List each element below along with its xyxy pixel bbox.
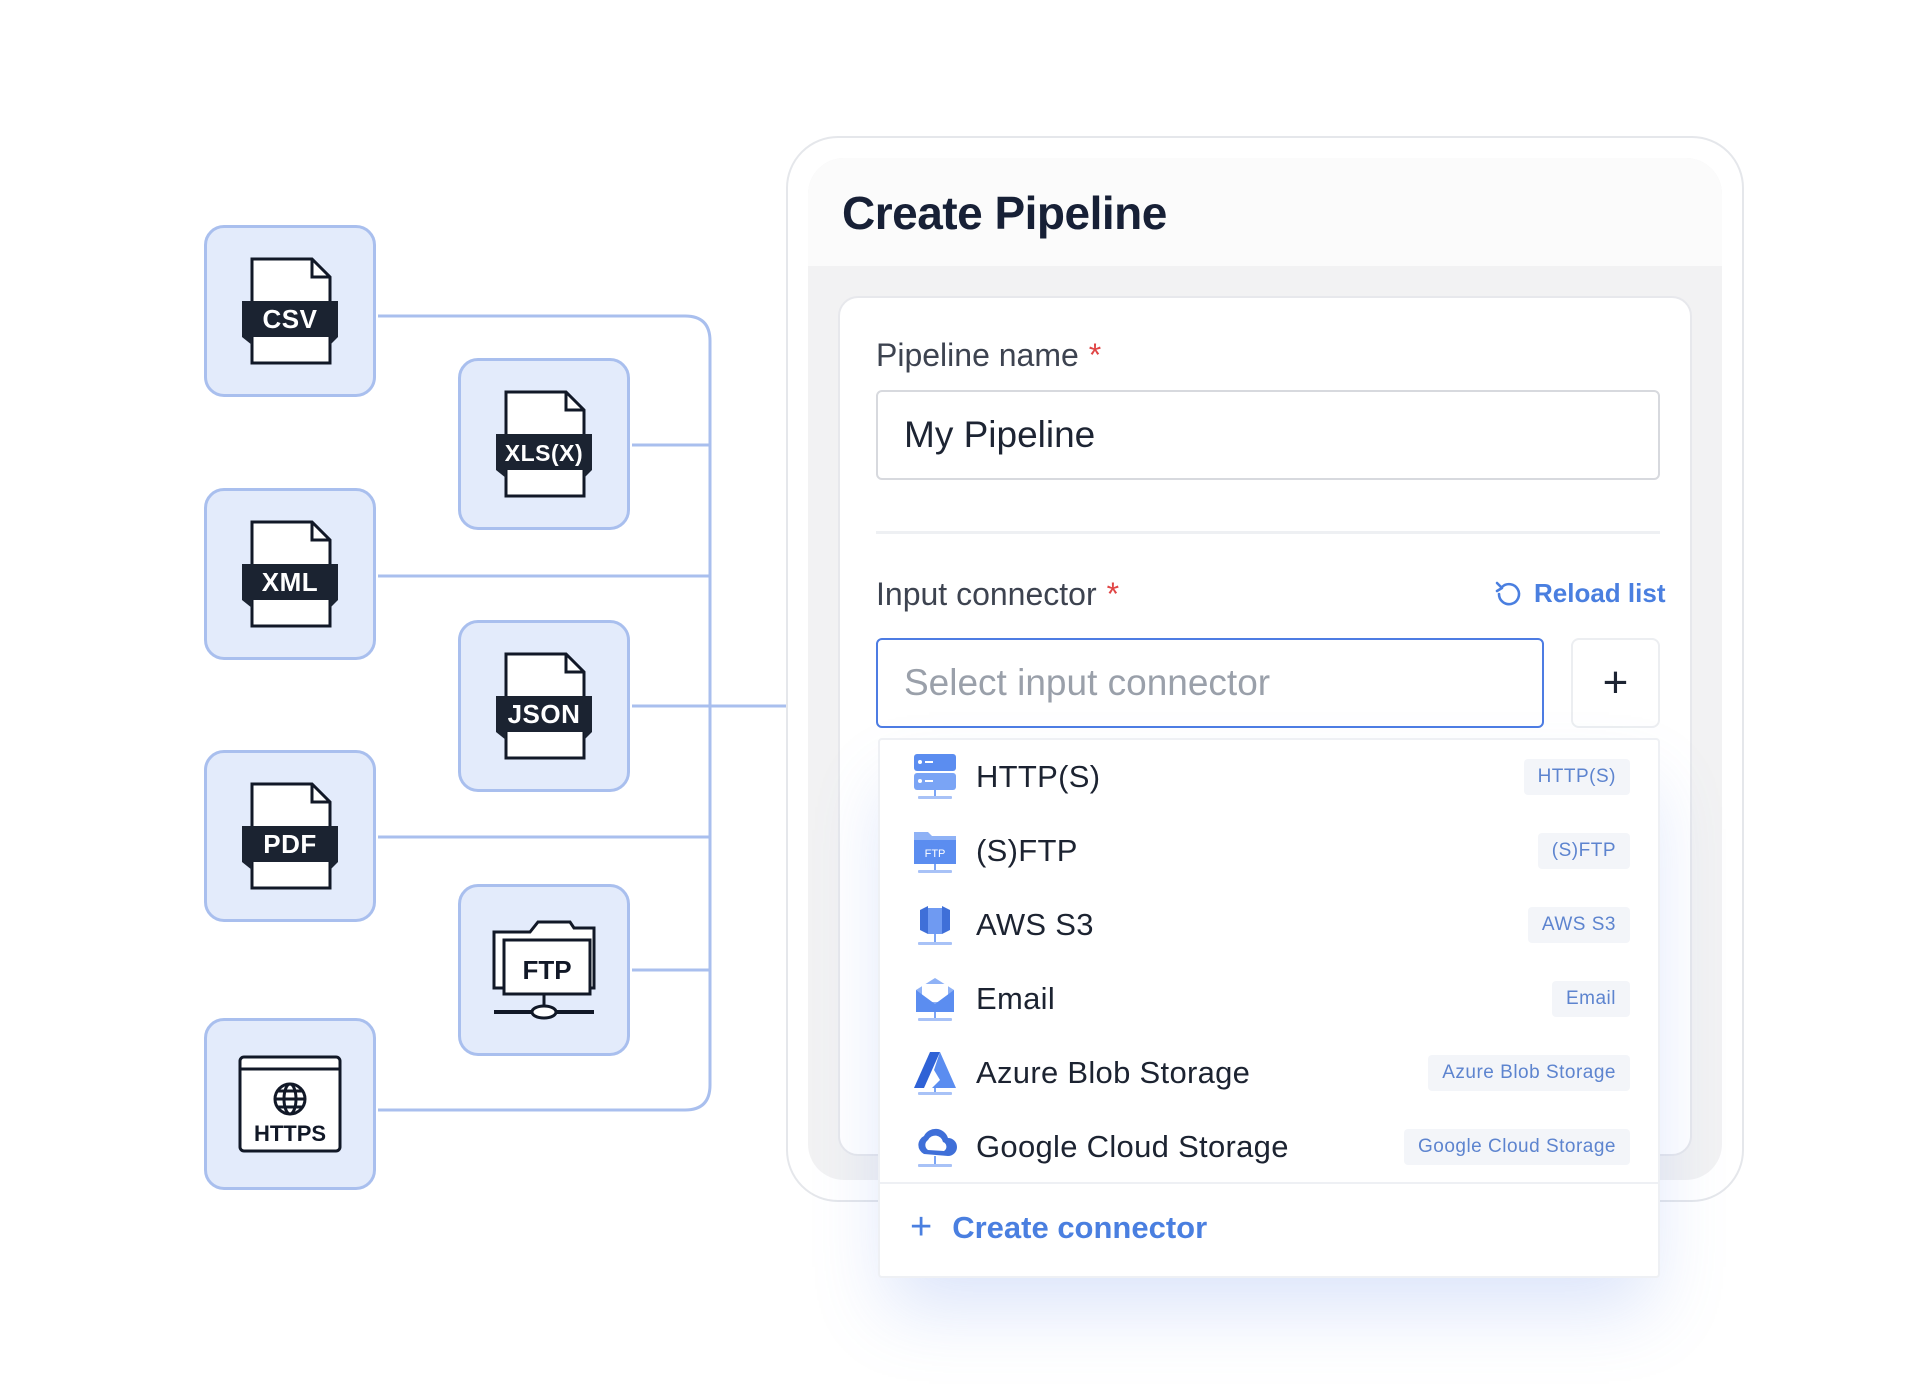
- pdf-label: PDF: [263, 829, 317, 859]
- aws-s3-icon: [918, 906, 952, 945]
- dialog-header: Create Pipeline: [808, 158, 1722, 266]
- pipeline-name-label: Pipeline name*: [876, 337, 1101, 374]
- connector-option-azure[interactable]: Azure Blob Storage Azure Blob Storage: [880, 1036, 1658, 1110]
- https-label: HTTPS: [254, 1121, 326, 1146]
- google-cloud-icon: [918, 1128, 957, 1167]
- json-file-icon: JSON: [496, 652, 592, 760]
- connector-option-tag: Azure Blob Storage: [1428, 1055, 1630, 1091]
- azure-icon: [914, 1052, 956, 1095]
- required-mark: *: [1088, 337, 1102, 373]
- xml-file-icon: XML: [242, 520, 338, 628]
- input-connector-label: Input connector*: [876, 576, 1119, 613]
- pdf-file-tile: PDF: [204, 750, 376, 922]
- required-mark: *: [1106, 576, 1120, 612]
- svg-text:FTP: FTP: [925, 848, 946, 860]
- connector-option-label: Email: [976, 981, 1056, 1016]
- pdf-file-icon: PDF: [242, 782, 338, 890]
- csv-label: CSV: [263, 304, 318, 334]
- input-connector-label-text: Input connector: [876, 576, 1097, 612]
- input-connector-select[interactable]: Select input connector: [876, 638, 1544, 728]
- json-label: JSON: [508, 699, 581, 729]
- connector-option-sftp[interactable]: FTP (S)FTP (S)FTP: [880, 814, 1658, 888]
- connector-option-label: (S)FTP: [976, 833, 1078, 868]
- pipeline-name-input[interactable]: My Pipeline: [876, 390, 1660, 480]
- xml-label: XML: [262, 567, 318, 597]
- ftp-server-tile: FTP: [458, 884, 630, 1056]
- server-icon: [914, 754, 956, 799]
- add-connector-button[interactable]: +: [1571, 638, 1660, 728]
- email-icon: [916, 978, 954, 1021]
- reload-list-label: Reload list: [1534, 578, 1666, 608]
- connector-option-tag: Email: [1551, 981, 1630, 1017]
- connector-option-aws-s3[interactable]: AWS S3 AWS S3: [880, 888, 1658, 962]
- connector-option-label: Google Cloud Storage: [976, 1129, 1289, 1164]
- connector-option-google-cloud[interactable]: Google Cloud Storage Google Cloud Storag…: [880, 1110, 1658, 1184]
- connector-option-label: AWS S3: [976, 907, 1094, 942]
- csv-file-icon: CSV: [242, 257, 338, 365]
- connector-option-tag: AWS S3: [1527, 907, 1630, 943]
- xlsx-label: XLS(X): [505, 440, 583, 466]
- connector-option-label: HTTP(S): [976, 759, 1101, 794]
- ftp-folder-icon: FTP: [914, 832, 956, 873]
- xlsx-file-icon: XLS(X): [496, 390, 592, 498]
- browser-globe-icon: HTTPS: [238, 1055, 342, 1153]
- ftp-label: FTP: [522, 955, 571, 985]
- csv-file-tile: CSV: [204, 225, 376, 397]
- connector-option-email[interactable]: Email Email: [880, 962, 1658, 1036]
- create-connector-label: Create connector: [952, 1209, 1208, 1245]
- create-connector-button[interactable]: + Create connector: [910, 1206, 1207, 1249]
- reload-list-button[interactable]: Reload list: [1494, 578, 1665, 609]
- connector-option-tag: (S)FTP: [1537, 833, 1630, 869]
- https-web-tile: HTTPS: [204, 1018, 376, 1190]
- form-divider: [876, 531, 1660, 534]
- connector-option-tag: Google Cloud Storage: [1403, 1129, 1630, 1165]
- reload-icon: [1495, 581, 1521, 605]
- pipeline-name-label-text: Pipeline name: [876, 337, 1079, 373]
- dropdown-divider: [880, 1182, 1658, 1184]
- xml-file-tile: XML: [204, 488, 376, 660]
- connector-option-label: Azure Blob Storage: [976, 1055, 1251, 1090]
- plus-icon: +: [910, 1206, 933, 1248]
- json-file-tile: JSON: [458, 620, 630, 792]
- ftp-folder-icon: FTP: [492, 920, 596, 1020]
- page-title: Create Pipeline: [842, 187, 1167, 239]
- xlsx-file-tile: XLS(X): [458, 358, 630, 530]
- connector-option-https[interactable]: HTTP(S) HTTP(S): [880, 740, 1658, 814]
- connector-dropdown: HTTP(S) HTTP(S) FTP (S)FTP (S)FTP AWS: [878, 738, 1660, 1278]
- connector-option-tag: HTTP(S): [1523, 759, 1630, 795]
